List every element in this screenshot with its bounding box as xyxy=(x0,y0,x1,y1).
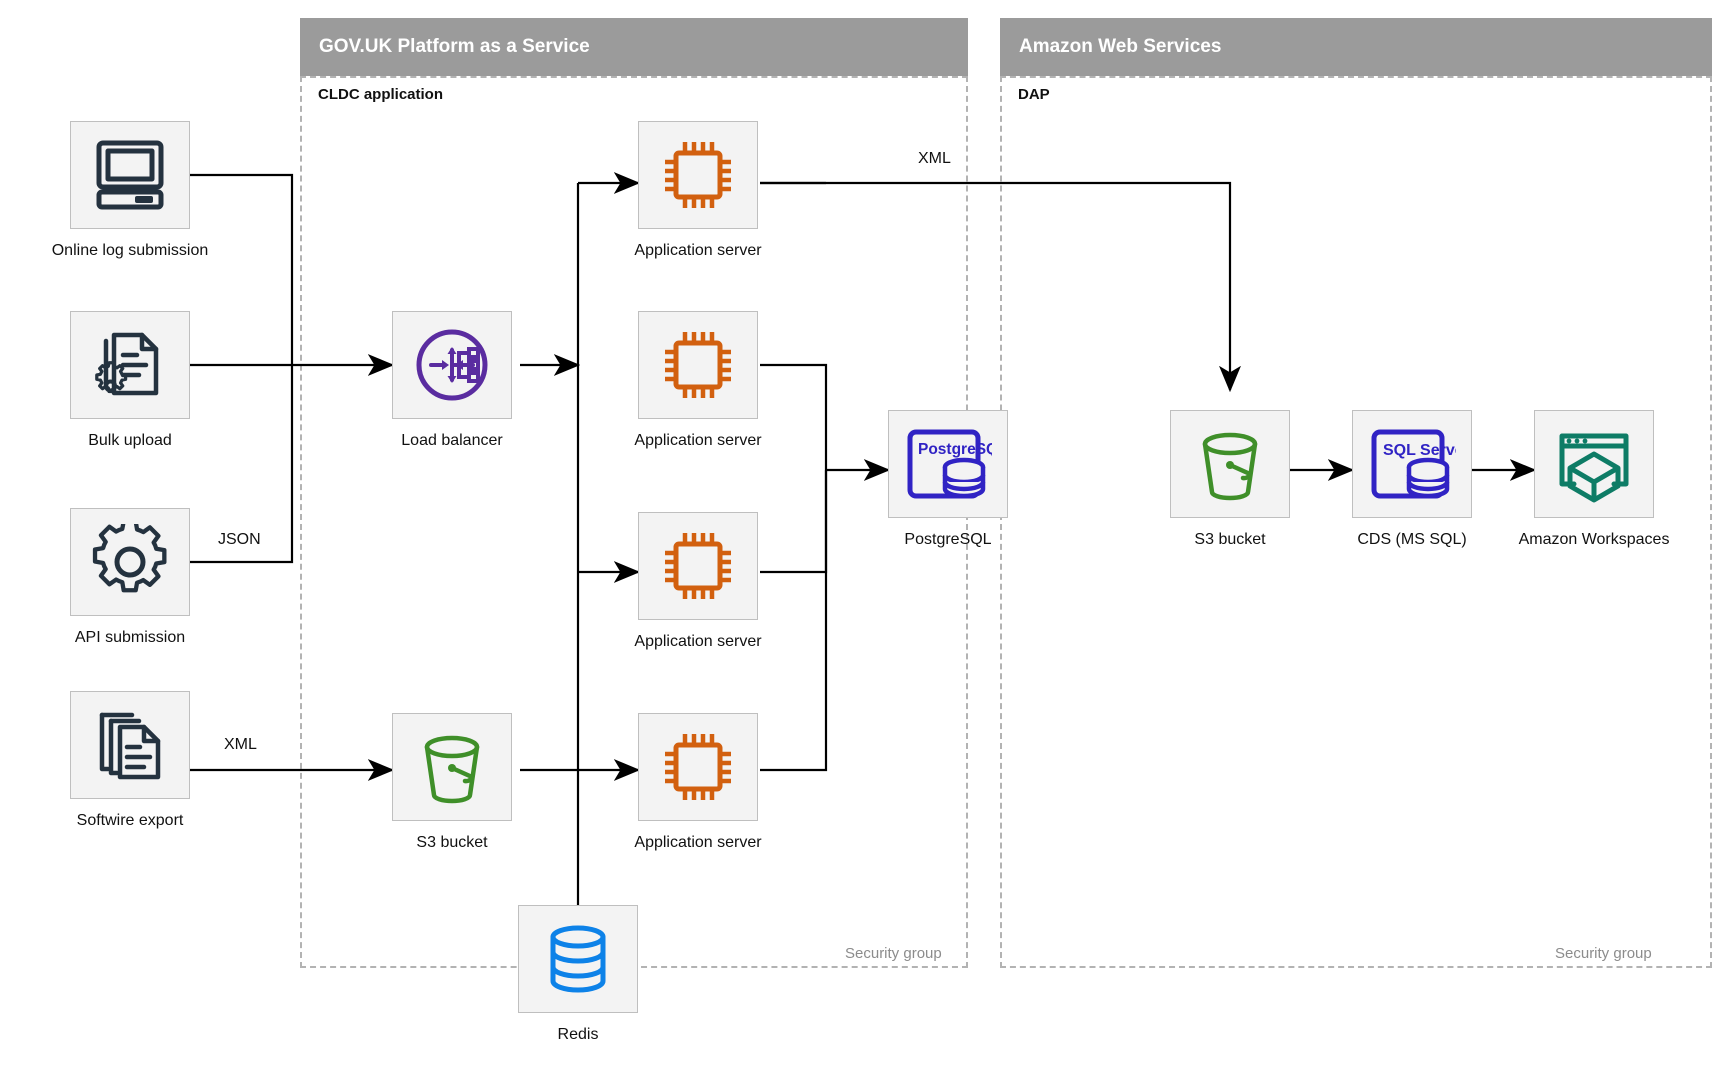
edge-label-json: JSON xyxy=(218,531,261,548)
s3-bucket-icon xyxy=(424,735,480,804)
group-title-paas: GOV.UK Platform as a Service xyxy=(319,36,590,57)
inner-title-dap: DAP xyxy=(1018,86,1050,103)
node-label-softwire-export: Softwire export xyxy=(76,812,184,829)
security-group-aws xyxy=(1000,76,1712,968)
document-gear-icon xyxy=(95,332,159,396)
group-header-paas: GOV.UK Platform as a Service xyxy=(300,18,968,76)
node-label-application-server-1: Application server xyxy=(634,242,762,259)
node-postgresql[interactable]: PostgreSQL xyxy=(888,410,1008,518)
postgresql-badge-text: PostgreSQL xyxy=(918,441,992,458)
node-label-api-submission: API submission xyxy=(74,629,186,646)
sql-server-icon: SQL Server xyxy=(1371,429,1456,499)
security-group-label-aws: Security group xyxy=(1555,945,1652,962)
node-label-s3-bucket-aws: S3 bucket xyxy=(1194,531,1266,548)
node-bulk-upload[interactable] xyxy=(70,311,190,419)
node-label-application-server-2: Application server xyxy=(634,432,762,449)
node-application-server-4[interactable] xyxy=(638,713,758,821)
node-amazon-workspaces[interactable] xyxy=(1534,410,1654,518)
node-label-application-server-4: Application server xyxy=(634,834,762,851)
node-s3-bucket-aws[interactable] xyxy=(1170,410,1290,518)
cpu-chip-icon xyxy=(665,332,731,398)
inner-title-cldc: CLDC application xyxy=(318,86,444,103)
sql-server-badge-text: SQL Server xyxy=(1383,442,1456,459)
redis-database-icon xyxy=(550,925,606,993)
node-label-load-balancer: Load balancer xyxy=(401,432,503,449)
node-api-submission[interactable] xyxy=(70,508,190,616)
node-application-server-1[interactable] xyxy=(638,121,758,229)
node-label-s3-bucket-paas: S3 bucket xyxy=(416,834,488,851)
group-header-aws: Amazon Web Services xyxy=(1000,18,1712,76)
node-application-server-2[interactable] xyxy=(638,311,758,419)
node-cds-ms-sql[interactable]: SQL Server xyxy=(1352,410,1472,518)
load-balancer-icon xyxy=(416,329,488,401)
node-redis[interactable] xyxy=(518,905,638,1013)
node-softwire-export[interactable] xyxy=(70,691,190,799)
documents-stack-icon xyxy=(99,712,161,780)
group-title-aws: Amazon Web Services xyxy=(1019,36,1222,57)
node-label-postgresql: PostgreSQL xyxy=(904,531,992,548)
node-application-server-3[interactable] xyxy=(638,512,758,620)
edge-label-softwire-xml: XML xyxy=(224,736,257,753)
postgresql-icon: PostgreSQL xyxy=(907,429,992,499)
node-label-online-log-submission: Online log submission xyxy=(51,242,209,259)
cpu-chip-icon xyxy=(665,533,731,599)
node-load-balancer[interactable] xyxy=(392,311,512,419)
edge-label-appserver-xml: XML xyxy=(918,150,951,167)
node-label-application-server-3: Application server xyxy=(634,633,762,650)
cpu-chip-icon xyxy=(665,142,731,208)
security-group-label-paas: Security group xyxy=(845,945,942,962)
desktop-computer-icon xyxy=(96,140,164,210)
node-label-bulk-upload: Bulk upload xyxy=(88,432,172,449)
node-label-amazon-workspaces: Amazon Workspaces xyxy=(1518,531,1670,548)
amazon-workspaces-icon xyxy=(1559,433,1629,503)
cpu-chip-icon xyxy=(665,734,731,800)
s3-bucket-icon xyxy=(1202,432,1258,501)
node-online-log-submission[interactable] xyxy=(70,121,190,229)
node-s3-bucket-paas[interactable] xyxy=(392,713,512,821)
node-label-redis: Redis xyxy=(557,1026,599,1043)
gear-icon xyxy=(92,524,167,593)
node-label-cds-ms-sql: CDS (MS SQL) xyxy=(1357,531,1467,548)
